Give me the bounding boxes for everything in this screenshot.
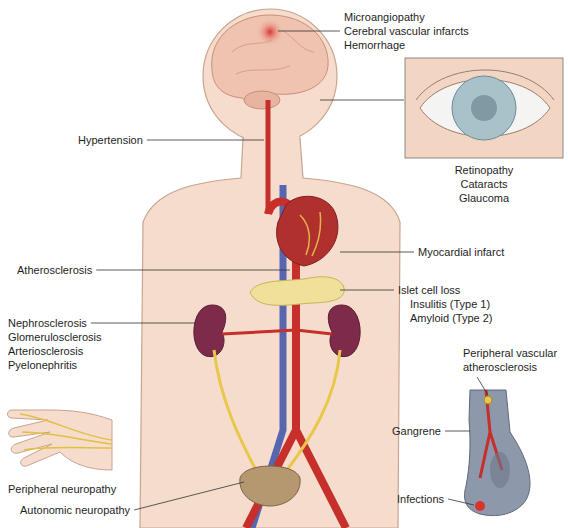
leader-line — [448, 499, 474, 505]
plaque — [484, 396, 492, 404]
ureters — [214, 350, 340, 474]
hand-nerves — [20, 414, 112, 450]
cerebellum — [244, 91, 280, 109]
left-kidney — [194, 305, 226, 357]
leader-line — [278, 31, 340, 32]
infection-spot — [475, 501, 485, 511]
gangrene-area — [490, 452, 510, 488]
leader-line — [477, 377, 488, 395]
label-text: Amyloid (Type 2) — [410, 311, 493, 325]
label-text: Atherosclerosis — [17, 263, 92, 277]
label-text: Infections — [397, 492, 444, 506]
label-text: Hypertension — [78, 133, 143, 147]
carotid-artery — [266, 100, 271, 214]
label-text: Peripheral neuropathy — [8, 482, 116, 496]
foot — [465, 390, 530, 516]
hand — [8, 410, 113, 470]
eyelid — [416, 70, 554, 100]
label-text: Nephrosclerosis — [8, 316, 87, 330]
pancreas — [250, 277, 344, 306]
label-text: Retinopathy — [455, 163, 514, 177]
eye-inset-frame — [405, 58, 563, 158]
label-text: Glomerulosclerosis — [8, 330, 102, 344]
leader-line — [340, 252, 414, 253]
renal-arteries — [222, 330, 332, 334]
label-text: Pyelonephritis — [8, 358, 77, 372]
label-text: Glaucoma — [459, 191, 509, 205]
inset-pointer — [320, 100, 404, 101]
leader-line — [91, 323, 196, 324]
leader-line — [340, 290, 394, 291]
brain — [212, 15, 328, 103]
heart — [277, 196, 338, 266]
leader-line — [147, 140, 264, 141]
label-text: Peripheral vascular atherosclerosis — [463, 346, 563, 374]
label-text: Hemorrhage — [344, 38, 405, 52]
label-text: Islet cell loss — [398, 283, 460, 297]
coronary-vessels — [300, 212, 321, 256]
pupil — [471, 95, 497, 121]
label-text: Cataracts — [460, 177, 507, 191]
neck — [244, 126, 299, 156]
leader-line — [134, 482, 244, 510]
leader-line — [96, 270, 290, 271]
bladder — [240, 466, 300, 506]
right-kidney — [328, 305, 360, 357]
leader-line — [445, 431, 470, 432]
label-text: Arteriosclerosis — [8, 344, 83, 358]
label-text: Gangrene — [392, 424, 441, 438]
label-text: Cerebral vascular infarcts — [344, 24, 469, 38]
hemorrhage-spot — [256, 18, 284, 46]
label-text: Autonomic neuropathy — [20, 503, 130, 517]
label-text: Insulitis (Type 1) — [410, 297, 490, 311]
label-text: Myocardial infarct — [418, 245, 504, 259]
iris — [452, 76, 516, 140]
label-text: Microangiopathy — [344, 10, 425, 24]
